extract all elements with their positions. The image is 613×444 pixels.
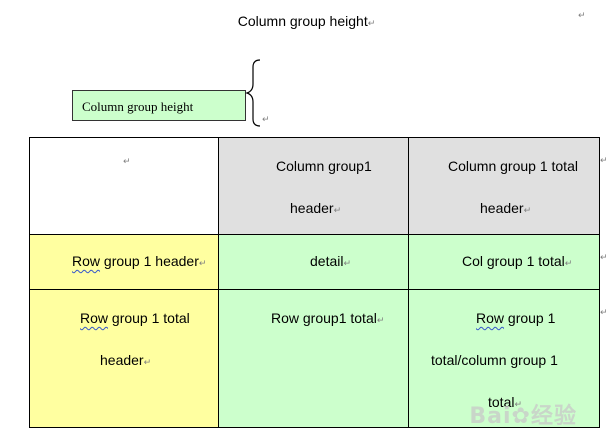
column-group-header-cell: Column group1 header↵ [219, 137, 409, 234]
row-group-total-header-cell: Row group 1 total header↵ [29, 289, 219, 428]
diagram-title: Column group height↵ [0, 13, 613, 29]
column-group-height-callout: Column group height [72, 90, 246, 121]
detail-cell: detail↵ [219, 234, 409, 289]
column-divider [408, 137, 409, 428]
grand-total-line1: Row group 1 [476, 310, 556, 326]
row-group-total-text: Row group1 total↵ [271, 310, 385, 326]
grand-total-cell: Row group 1 total/column group 1 total↵ [409, 289, 599, 428]
table-border-bottom [29, 427, 600, 428]
row-group-total-header-line1: Row group 1 total [80, 310, 190, 326]
table-border-left [29, 137, 30, 428]
column-group-total-header-line2: header↵ [480, 200, 532, 216]
corner-cell: ↵ [29, 137, 219, 234]
end-of-row-mark: ↵ [600, 156, 608, 166]
detail-text: detail↵ [310, 253, 352, 269]
grand-total-line2: total/column group 1 [431, 352, 558, 368]
row-group-total-cell: Row group1 total↵ [219, 289, 409, 428]
end-of-row-mark: ↵ [600, 308, 608, 318]
paragraph-mark: ↵ [262, 115, 270, 125]
watermark-brand: Bai [469, 404, 512, 429]
row-divider [29, 289, 600, 290]
table-border-top [29, 137, 600, 138]
row-group-total-header-line2: header↵ [100, 352, 152, 368]
paragraph-mark: ↵ [578, 11, 586, 21]
column-group-header-line1: Column group1 [276, 158, 372, 174]
grand-total-line3: total↵ [488, 394, 523, 410]
end-of-row-mark: ↵ [600, 253, 608, 263]
column-group-total-header-cell: Column group 1 total header↵ [409, 137, 599, 234]
column-group-header-line2: header↵ [290, 200, 342, 216]
col-group-total-cell: Col group 1 total↵ [409, 234, 599, 289]
curly-brace [245, 59, 261, 127]
diagram-title-text: Column group height [237, 13, 368, 29]
callout-label: Column group height [82, 99, 194, 114]
watermark-suffix: 经验 [530, 404, 577, 429]
paragraph-mark: ↵ [367, 19, 376, 29]
table-border-right [599, 137, 600, 428]
col-group-total-text: Col group 1 total↵ [462, 253, 573, 269]
column-divider [218, 137, 219, 428]
report-layout-table: ↵ Column group1 header↵ Column group 1 t… [29, 137, 600, 428]
row-group-header-cell: Row group 1 header↵ [29, 234, 219, 289]
paw-icon: ✿ [511, 404, 531, 429]
column-group-total-header-line1: Column group 1 total [448, 158, 578, 174]
paragraph-mark: ↵ [123, 157, 131, 167]
row-divider [29, 234, 600, 235]
row-group-header-text: Row group 1 header↵ [72, 253, 207, 269]
baidu-watermark: Bai✿经验 [469, 398, 577, 430]
